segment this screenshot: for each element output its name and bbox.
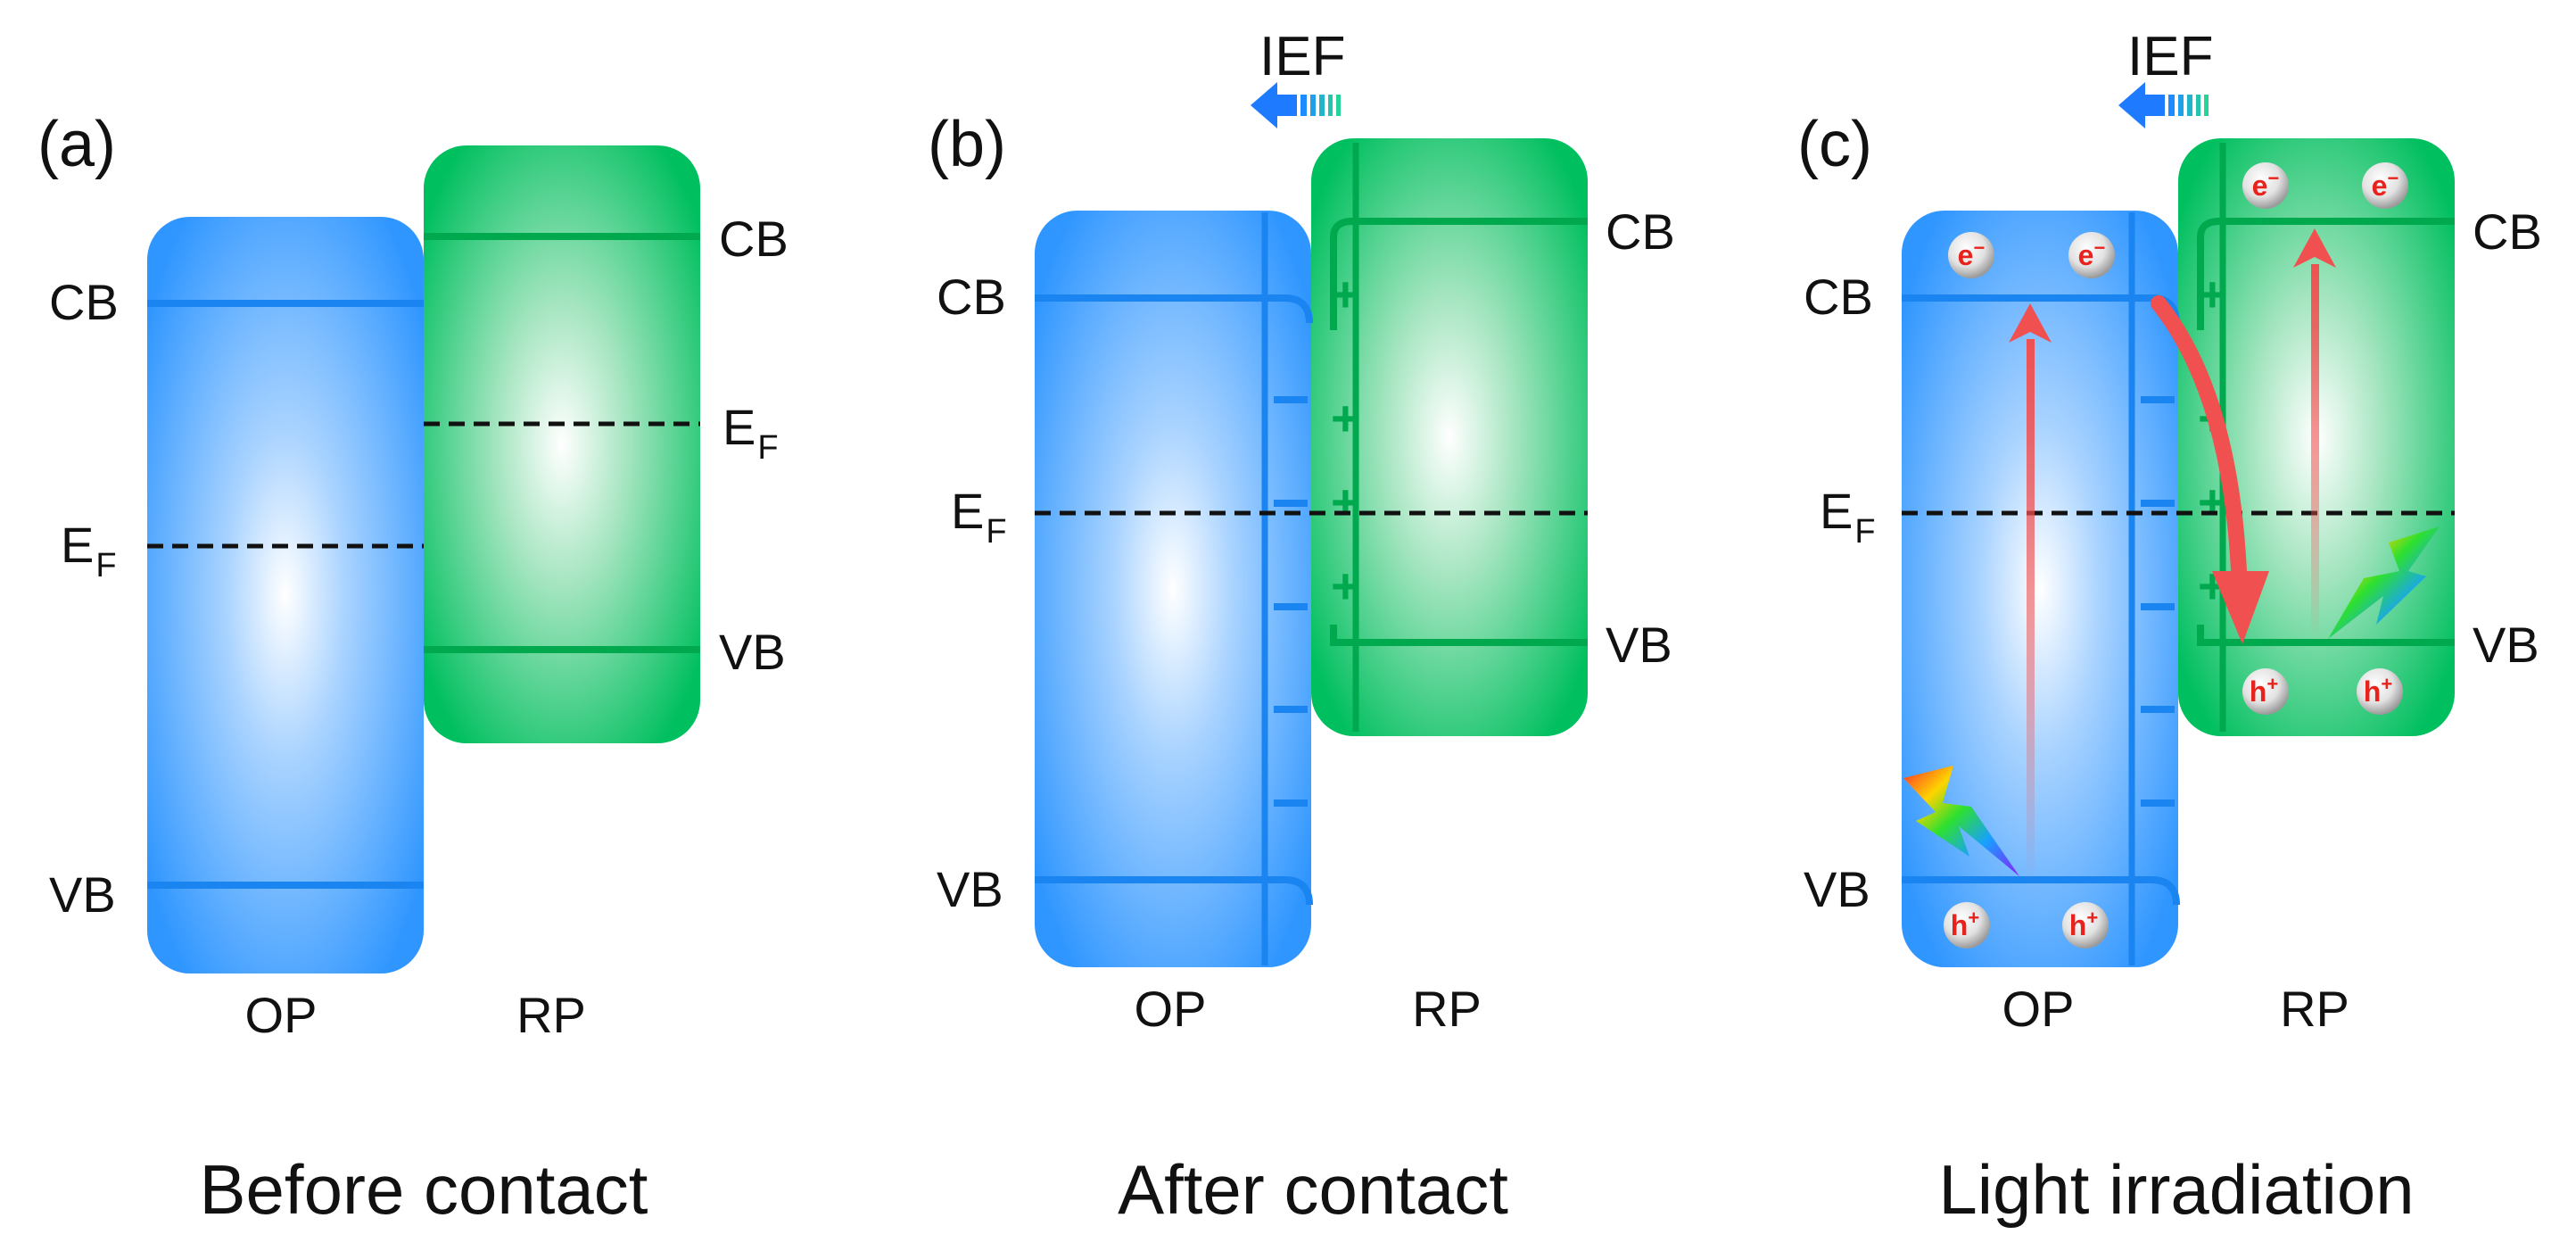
panel-a-tag: (a) bbox=[37, 109, 116, 180]
rp-vb-label: VB bbox=[719, 624, 786, 680]
electron-icon: e− bbox=[2362, 162, 2408, 209]
op-band-block bbox=[1035, 211, 1311, 967]
rp-label: RP bbox=[1412, 981, 1482, 1037]
svg-text:h+: h+ bbox=[2364, 673, 2392, 708]
left-arrow-icon bbox=[2118, 82, 2209, 128]
ef-label: EF bbox=[951, 483, 1007, 551]
ief-label: IEF bbox=[1259, 26, 1345, 87]
positive-charge-marks: + + + + bbox=[1331, 266, 1360, 614]
caption-after-contact: After contact bbox=[1118, 1150, 1508, 1229]
svg-text:e−: e− bbox=[2078, 236, 2106, 271]
svg-text:+: + bbox=[1331, 390, 1360, 446]
negative-charge-marks bbox=[1274, 396, 1308, 807]
op-vb-label: VB bbox=[49, 866, 116, 923]
left-arrow-icon bbox=[1251, 82, 1341, 128]
op-vb-label: VB bbox=[1804, 861, 1870, 917]
lightning-icon bbox=[2328, 526, 2440, 639]
ief-label: IEF bbox=[2127, 26, 2213, 87]
caption-before-contact: Before contact bbox=[200, 1150, 648, 1229]
hole-icon: h+ bbox=[2062, 902, 2109, 949]
svg-text:+: + bbox=[1331, 474, 1360, 530]
svg-text:e−: e− bbox=[2372, 167, 2399, 202]
negative-charge-marks bbox=[2141, 396, 2175, 807]
panel-c: (c) IEF + + bbox=[1797, 26, 2542, 1229]
electron-transfer-arrow bbox=[2151, 295, 2269, 644]
op-cb-label: CB bbox=[937, 269, 1006, 325]
rp-excitation-arrow bbox=[2293, 228, 2336, 639]
svg-text:h+: h+ bbox=[1951, 907, 1979, 941]
panel-c-tag: (c) bbox=[1797, 109, 1872, 180]
op-label: OP bbox=[245, 987, 318, 1043]
op-band-block bbox=[1902, 211, 2178, 967]
op-vb-line bbox=[1035, 876, 1313, 906]
op-label: OP bbox=[2002, 981, 2075, 1037]
rp-cb-line bbox=[2197, 218, 2455, 330]
panel-b-tag: (b) bbox=[928, 109, 1006, 180]
ief-indicator-c: IEF bbox=[2118, 26, 2213, 128]
ief-indicator-b: IEF bbox=[1251, 26, 1345, 128]
svg-text:+: + bbox=[1331, 266, 1360, 322]
rp-band-block bbox=[424, 145, 700, 743]
rp-label: RP bbox=[516, 987, 586, 1043]
op-ef-label: EF bbox=[61, 517, 117, 584]
rp-vb-line bbox=[1330, 625, 1588, 646]
svg-text:+: + bbox=[2198, 266, 2227, 322]
rp-vb-label: VB bbox=[1606, 617, 1672, 673]
svg-text:e−: e− bbox=[2252, 167, 2280, 202]
hole-icon: h+ bbox=[2242, 668, 2289, 715]
op-vb-line bbox=[1902, 876, 2180, 906]
op-vb-label: VB bbox=[937, 861, 1003, 917]
svg-text:h+: h+ bbox=[2069, 907, 2098, 941]
ef-label: EF bbox=[1820, 483, 1876, 551]
svg-text:e−: e− bbox=[1958, 236, 1986, 271]
op-excitation-arrow bbox=[2009, 303, 2052, 883]
hole-icon: h+ bbox=[2357, 668, 2403, 715]
op-cb-line bbox=[1035, 294, 1313, 324]
rp-cb-label: CB bbox=[1606, 203, 1675, 260]
hole-icon: h+ bbox=[1944, 902, 1990, 949]
electron-icon: e− bbox=[1948, 232, 1994, 278]
rp-label: RP bbox=[2280, 981, 2349, 1037]
panel-b: (b) IEF bbox=[928, 26, 1675, 1229]
op-label: OP bbox=[1135, 981, 1207, 1037]
lightning-icon bbox=[1903, 766, 2019, 876]
caption-light-irradiation: Light irradiation bbox=[1938, 1150, 2414, 1229]
electron-icon: e− bbox=[2242, 162, 2289, 209]
rp-vb-line bbox=[2197, 625, 2455, 646]
panel-a: (a) CB VB EF CB VB EF OP RP Before conta… bbox=[37, 109, 788, 1229]
op-cb-label: CB bbox=[49, 274, 119, 330]
rp-band-block bbox=[1311, 138, 1588, 736]
electron-icon: e− bbox=[2068, 232, 2115, 278]
rp-ef-label: EF bbox=[722, 399, 779, 467]
svg-text:h+: h+ bbox=[2250, 673, 2278, 708]
svg-text:+: + bbox=[1331, 558, 1360, 614]
rp-vb-label: VB bbox=[2473, 617, 2539, 673]
rp-cb-line bbox=[1330, 218, 1588, 330]
rp-cb-label: CB bbox=[2473, 203, 2542, 260]
op-cb-label: CB bbox=[1804, 269, 1873, 325]
op-band-block bbox=[147, 217, 424, 973]
rp-cb-label: CB bbox=[719, 211, 788, 267]
